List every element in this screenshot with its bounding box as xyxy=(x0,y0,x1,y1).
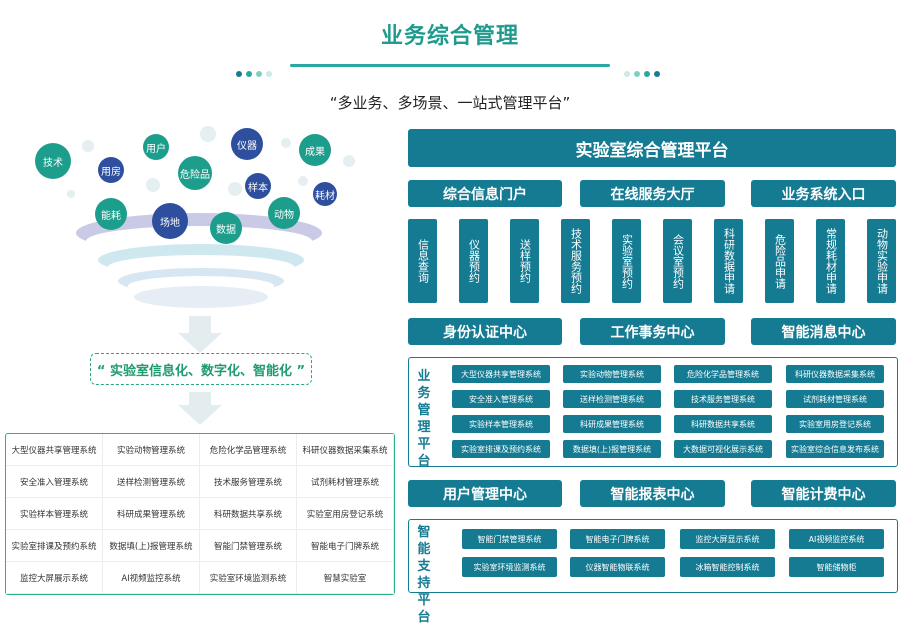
smart-system-chip[interactable]: 智能门禁管理系统 xyxy=(462,529,557,549)
business-system-chip[interactable]: 科研仪器数据采集系统 xyxy=(786,365,884,383)
bubble-data: 数据 xyxy=(210,212,242,244)
business-system-chip[interactable]: 危险化学品管理系统 xyxy=(674,365,772,383)
grid-cell: 数据填(上)报管理系统 xyxy=(103,530,200,562)
service-card[interactable]: 动物实验申请 xyxy=(867,219,896,303)
business-system-chip[interactable]: 送样检测管理系统 xyxy=(563,390,661,408)
grid-cell: 试剂耗材管理系统 xyxy=(297,466,394,498)
smart-system-chip[interactable]: 智能电子门牌系统 xyxy=(570,529,665,549)
bubble-room: 用房 xyxy=(98,157,124,183)
business-system-chip[interactable]: 实验室排课及预约系统 xyxy=(452,440,550,458)
business-system-chip[interactable]: 大数据可视化展示系统 xyxy=(674,440,772,458)
bubble-site: 场地 xyxy=(152,203,188,239)
center-identity[interactable]: 身份认证中心 xyxy=(408,318,562,345)
business-panel-label: 业务管理平台 xyxy=(417,369,431,469)
grid-cell: 智能电子门牌系统 xyxy=(297,530,394,562)
grid-cell: 监控大屏展示系统 xyxy=(6,562,103,594)
left-system-grid: 大型仪器共享管理系统实验动物管理系统危险化学品管理系统科研仪器数据采集系统安全准… xyxy=(5,433,395,595)
service-card[interactable]: 常规耗材申请 xyxy=(816,219,845,303)
center-message[interactable]: 智能消息中心 xyxy=(751,318,896,345)
service-card[interactable]: 实验室预约 xyxy=(612,219,641,303)
business-system-chip[interactable]: 试剂耗材管理系统 xyxy=(786,390,884,408)
center-work[interactable]: 工作事务中心 xyxy=(580,318,725,345)
grid-cell: 科研成果管理系统 xyxy=(103,498,200,530)
business-system-chip[interactable]: 实验室用房登记系统 xyxy=(786,415,884,433)
bubble-instrument: 仪器 xyxy=(231,128,263,160)
slogan-box: “ 实验室信息化、数字化、智能化 ” xyxy=(90,353,312,385)
bubble-hazard: 危险品 xyxy=(178,156,212,190)
grid-cell: 科研数据共享系统 xyxy=(200,498,297,530)
smart-system-chip[interactable]: AI视频监控系统 xyxy=(789,529,884,549)
business-system-chip[interactable]: 安全准入管理系统 xyxy=(452,390,550,408)
grid-cell: 送样检测管理系统 xyxy=(103,466,200,498)
business-system-chip[interactable]: 实验室综合信息发布系统 xyxy=(786,440,884,458)
grid-cell: 实验样本管理系统 xyxy=(6,498,103,530)
smart-system-chip[interactable]: 冰箱智能控制系统 xyxy=(680,557,775,577)
funnel-illustration: 技术 用房 用户 危险品 仪器 成果 样本 耗材 能耗 场地 数据 动物 xyxy=(0,0,400,425)
business-system-chip[interactable]: 技术服务管理系统 xyxy=(674,390,772,408)
grid-cell: AI视频监控系统 xyxy=(103,562,200,594)
service-card[interactable]: 会议室预约 xyxy=(663,219,692,303)
business-system-chip[interactable]: 实验样本管理系统 xyxy=(452,415,550,433)
business-system-chip[interactable]: 科研数据共享系统 xyxy=(674,415,772,433)
business-system-chip[interactable]: 大型仪器共享管理系统 xyxy=(452,365,550,383)
smart-system-chip[interactable]: 实验室环境监测系统 xyxy=(462,557,557,577)
title-dots-left xyxy=(236,62,276,81)
grid-cell: 技术服务管理系统 xyxy=(200,466,297,498)
bubble-animal: 动物 xyxy=(268,197,300,229)
subtitle: “多业务、多场景、一站式管理平台” xyxy=(329,94,571,112)
service-card[interactable]: 仪器预约 xyxy=(459,219,488,303)
business-system-chip[interactable]: 科研成果管理系统 xyxy=(563,415,661,433)
service-card[interactable]: 危险品申请 xyxy=(765,219,794,303)
business-panel xyxy=(408,357,898,467)
bubble-consumable: 耗材 xyxy=(313,182,337,206)
service-card[interactable]: 科研数据申请 xyxy=(714,219,743,303)
bubble-sample: 样本 xyxy=(245,173,271,199)
smart-system-chip[interactable]: 智能储物柜 xyxy=(789,557,884,577)
center-report[interactable]: 智能报表中心 xyxy=(580,480,725,507)
grid-cell: 实验室用房登记系统 xyxy=(297,498,394,530)
title-dots-right xyxy=(624,62,664,81)
page-title: 业务综合管理 xyxy=(380,24,519,49)
smart-system-chip[interactable]: 仪器智能物联系统 xyxy=(570,557,665,577)
smart-panel xyxy=(408,519,898,593)
business-system-chip[interactable]: 数据填(上)报管理系统 xyxy=(563,440,661,458)
grid-cell: 危险化学品管理系统 xyxy=(200,434,297,466)
grid-cell: 大型仪器共享管理系统 xyxy=(6,434,103,466)
smart-panel-label: 智能支持平台 xyxy=(417,525,431,625)
platform-title: 实验室综合管理平台 xyxy=(408,129,896,167)
grid-cell: 智能门禁管理系统 xyxy=(200,530,297,562)
grid-cell: 实验室排课及预约系统 xyxy=(6,530,103,562)
bubble-result: 成果 xyxy=(299,134,331,166)
section-service-hall[interactable]: 在线服务大厅 xyxy=(580,180,725,207)
bubble-user: 用户 xyxy=(143,134,169,160)
smart-system-chip[interactable]: 监控大屏显示系统 xyxy=(680,529,775,549)
center-billing[interactable]: 智能计费中心 xyxy=(751,480,896,507)
section-portal[interactable]: 综合信息门户 xyxy=(408,180,562,207)
bubble-energy: 能耗 xyxy=(95,198,127,230)
grid-cell: 实验室环境监测系统 xyxy=(200,562,297,594)
grid-cell: 安全准入管理系统 xyxy=(6,466,103,498)
service-card[interactable]: 技术服务预约 xyxy=(561,219,590,303)
center-user[interactable]: 用户管理中心 xyxy=(408,480,562,507)
service-card[interactable]: 信息查询 xyxy=(408,219,437,303)
section-business-entry[interactable]: 业务系统入口 xyxy=(751,180,896,207)
title-underline xyxy=(290,64,610,67)
service-card[interactable]: 送样预约 xyxy=(510,219,539,303)
grid-cell: 科研仪器数据采集系统 xyxy=(297,434,394,466)
grid-cell: 实验动物管理系统 xyxy=(103,434,200,466)
grid-cell: 智慧实验室 xyxy=(297,562,394,594)
business-system-chip[interactable]: 实验动物管理系统 xyxy=(563,365,661,383)
bubble-tech: 技术 xyxy=(35,143,71,179)
